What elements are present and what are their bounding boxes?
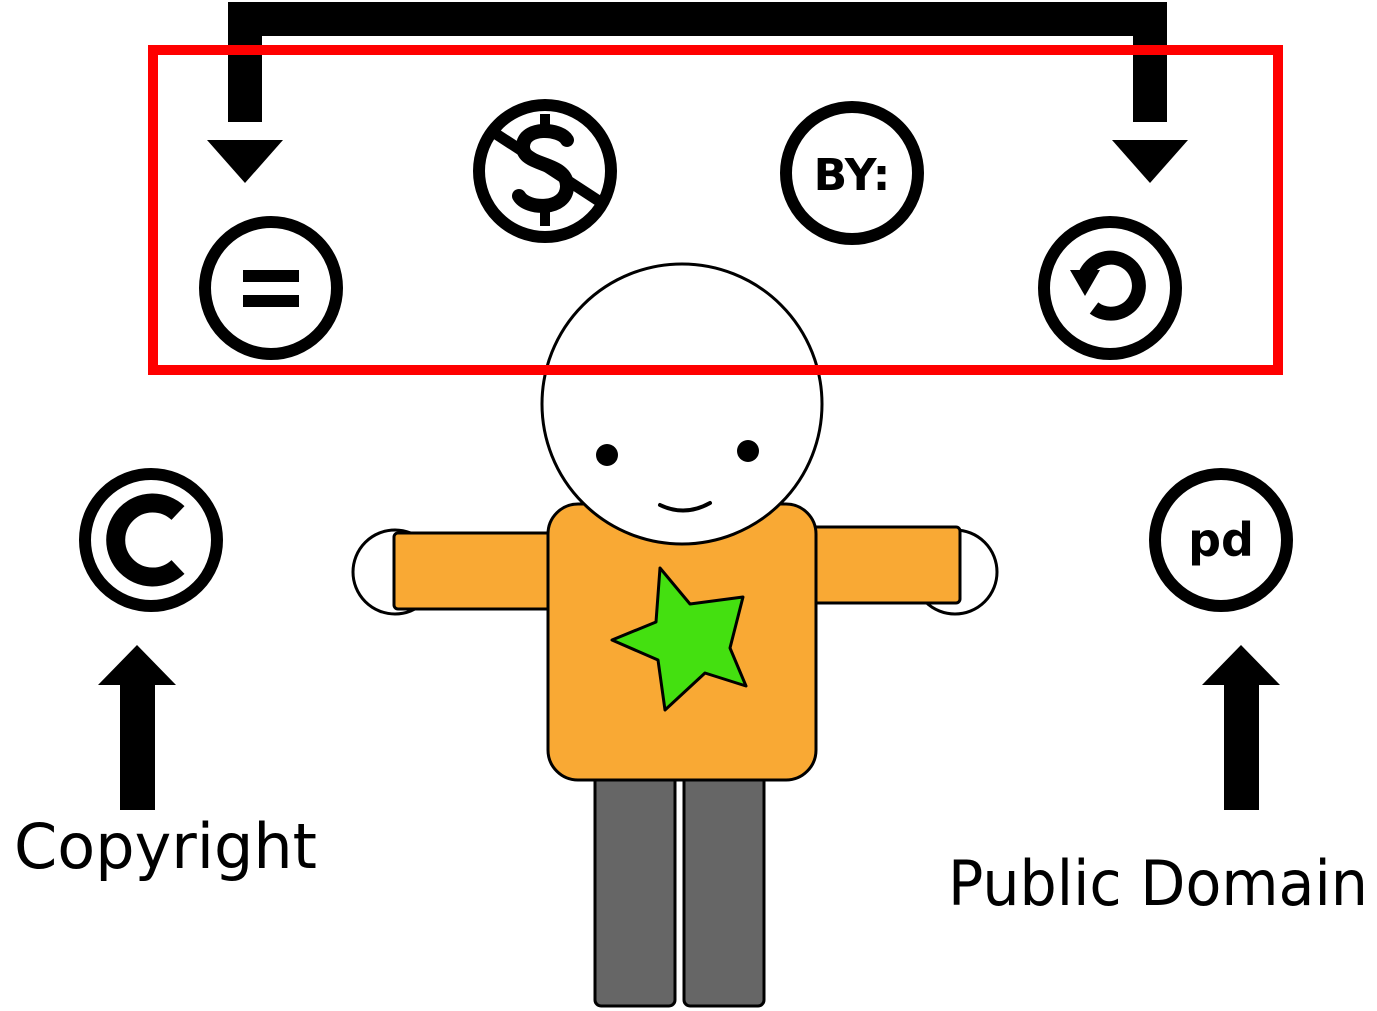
public-domain-icon: pd xyxy=(1155,474,1287,606)
head xyxy=(542,264,822,544)
person-figure xyxy=(353,264,997,1006)
no-derivatives-icon xyxy=(205,222,337,354)
left-leg xyxy=(595,760,675,1006)
right-down-arrowhead xyxy=(1112,140,1188,183)
right-eye xyxy=(737,440,759,462)
attribution-icon: BY: xyxy=(786,107,918,239)
share-alike-icon xyxy=(1044,222,1176,354)
left-eye xyxy=(596,444,618,466)
public-domain-label: Public Domain xyxy=(948,847,1368,920)
right-arm xyxy=(812,527,960,603)
public-domain-up-arrow xyxy=(1202,645,1280,810)
copyright-up-arrow xyxy=(98,645,176,810)
copyright-label: Copyright xyxy=(14,810,317,883)
public-domain-badge-label: pd xyxy=(1188,513,1254,567)
copyright-icon xyxy=(85,474,217,606)
right-leg xyxy=(684,760,764,1006)
top-bracket-connector xyxy=(207,19,1188,183)
non-commercial-icon xyxy=(479,105,611,237)
attribution-label: BY: xyxy=(814,150,891,201)
left-down-arrowhead xyxy=(207,140,283,183)
